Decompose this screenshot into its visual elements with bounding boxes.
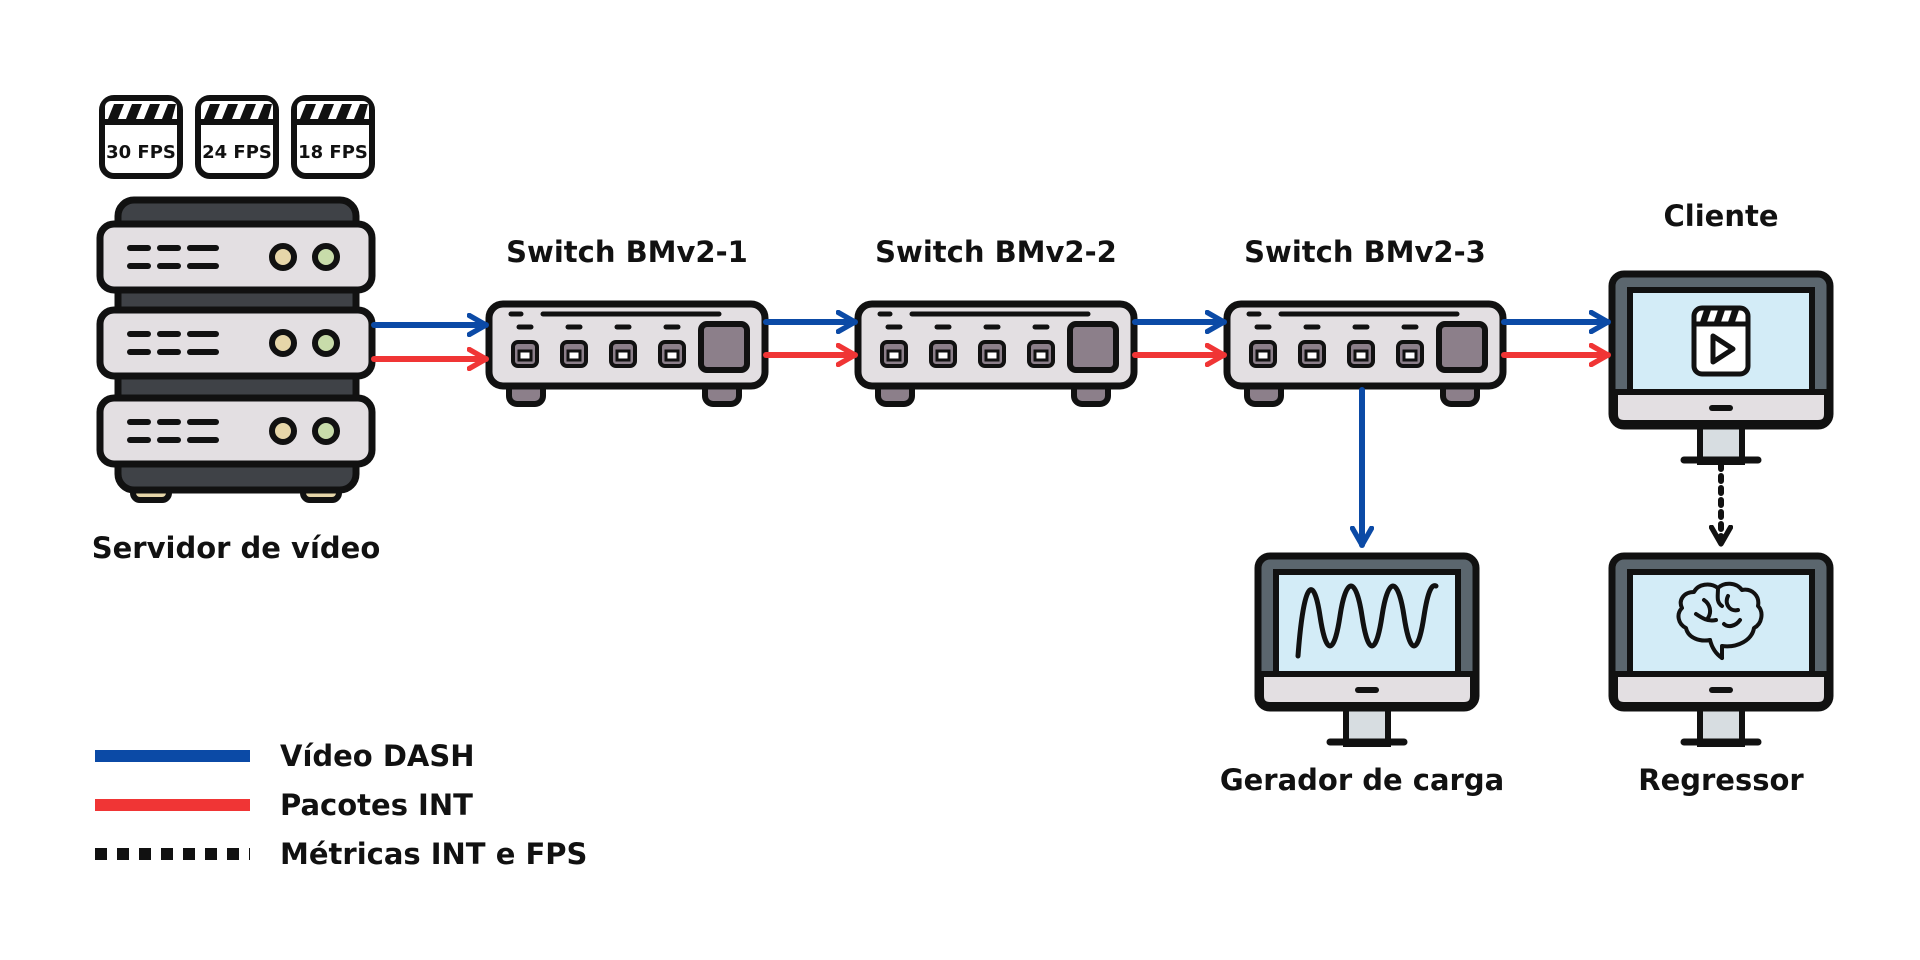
- switch-1-label: Switch BMv2-1: [506, 235, 748, 269]
- switch-2-label: Switch BMv2-2: [875, 235, 1117, 269]
- waveform-icon: [1295, 583, 1439, 659]
- legend-label: Métricas INT e FPS: [280, 837, 588, 871]
- fps-tag-label: 30 FPS: [106, 142, 176, 163]
- video-server-label: Servidor de vídeo: [92, 531, 381, 565]
- legend-item-int: Pacotes INT: [95, 785, 473, 825]
- video-server-icon: [96, 196, 376, 503]
- legend-label: Vídeo DASH: [280, 739, 475, 773]
- fps-tag-30: 30 FPS: [102, 98, 180, 176]
- regressor-label: Regressor: [1638, 763, 1804, 797]
- fps-tag-18: 18 FPS: [294, 98, 372, 176]
- fps-tag-label: 18 FPS: [298, 142, 368, 163]
- client-monitor-icon: [1612, 274, 1830, 462]
- switch-3-label: Switch BMv2-3: [1244, 235, 1486, 269]
- legend-label: Pacotes INT: [280, 788, 473, 822]
- legend-swatch-solid-red: [95, 799, 250, 811]
- video-clapper-icon: [1691, 305, 1751, 377]
- load-generator-monitor-icon: [1258, 556, 1476, 744]
- brain-icon: [1676, 581, 1764, 660]
- switch-3-icon: [1227, 304, 1503, 404]
- legend-item-metrics: Métricas INT e FPS: [95, 834, 587, 874]
- legend-swatch-dotted-black: [95, 848, 250, 860]
- regressor-monitor-icon: [1612, 556, 1830, 744]
- switch-2-icon: [858, 304, 1134, 404]
- fps-tags: 30 FPS 24 FPS 18 FPS: [102, 98, 372, 176]
- fps-tag-label: 24 FPS: [202, 142, 272, 163]
- connections: [371, 322, 1721, 548]
- switch-1-icon: [489, 304, 765, 404]
- client-label: Cliente: [1663, 199, 1778, 233]
- legend-swatch-solid-blue: [95, 750, 250, 762]
- legend-item-dash: Vídeo DASH: [95, 736, 475, 776]
- fps-tag-24: 24 FPS: [198, 98, 276, 176]
- load-generator-label: Gerador de carga: [1220, 763, 1504, 797]
